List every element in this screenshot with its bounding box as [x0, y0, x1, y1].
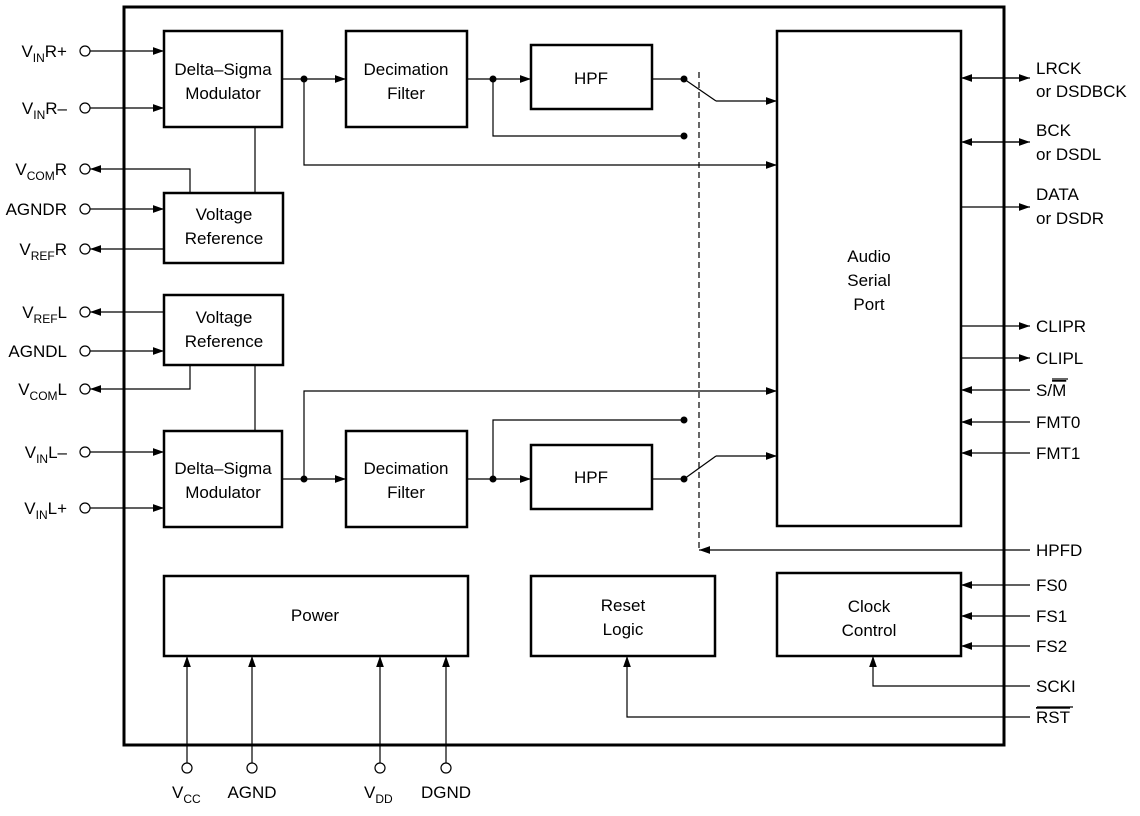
svg-text:Port: Port — [853, 295, 884, 314]
svg-text:VCOML: VCOML — [18, 380, 67, 403]
delta-sigma-modulator-r: Delta–Sigma Modulator — [162, 29, 284, 129]
pin-fs2: FS2 — [961, 637, 1067, 656]
svg-text:FS0: FS0 — [1036, 576, 1067, 595]
right-channel-wiring — [254, 75, 777, 193]
svg-text:or DSDBCK: or DSDBCK — [1036, 82, 1127, 101]
svg-text:Reference: Reference — [185, 332, 263, 351]
pin-lrck: LRCK or DSDBCK — [961, 59, 1127, 101]
pin-bck: BCK or DSDL — [961, 121, 1101, 164]
hpf-l: HPF — [529, 443, 654, 511]
hpf-r: HPF — [529, 43, 654, 111]
svg-text:HPF: HPF — [574, 468, 608, 487]
svg-text:Reset: Reset — [601, 596, 646, 615]
pin-data: DATA or DSDR — [961, 185, 1104, 228]
pin-rst: RST — [623, 656, 1073, 727]
pin-clipl: CLIPL — [961, 349, 1083, 368]
svg-text:FS2: FS2 — [1036, 637, 1067, 656]
pin-hpfd: HPFD — [1036, 541, 1082, 560]
svg-text:VDD: VDD — [364, 783, 393, 806]
svg-text:Serial: Serial — [847, 271, 890, 290]
pin-vinl-plus: VINL+ — [24, 499, 164, 522]
svg-text:Modulator: Modulator — [185, 84, 261, 103]
svg-text:Voltage: Voltage — [196, 308, 253, 327]
pin-vinr-minus: VINR– — [22, 99, 164, 122]
svg-text:FMT1: FMT1 — [1036, 444, 1080, 463]
svg-text:Audio: Audio — [847, 247, 890, 266]
svg-text:Delta–Sigma: Delta–Sigma — [174, 60, 272, 79]
pin-vrefr: VREFR — [19, 240, 164, 263]
svg-text:VCC: VCC — [172, 783, 201, 806]
svg-text:VINR+: VINR+ — [21, 42, 67, 65]
svg-text:VINR–: VINR– — [22, 99, 68, 122]
svg-text:VREFL: VREFL — [22, 303, 67, 326]
svg-text:VCOMR: VCOMR — [15, 160, 67, 183]
pin-fs1: FS1 — [961, 607, 1067, 626]
svg-text:Control: Control — [842, 621, 897, 640]
reset-logic: Reset Logic — [529, 574, 717, 658]
voltage-reference-r: Voltage Reference — [162, 191, 285, 265]
svg-text:SCKI: SCKI — [1036, 677, 1076, 696]
svg-text:HPF: HPF — [574, 69, 608, 88]
svg-text:Filter: Filter — [387, 84, 425, 103]
svg-text:Filter: Filter — [387, 483, 425, 502]
pin-fmt0: FMT0 — [961, 413, 1080, 432]
svg-text:LRCK: LRCK — [1036, 59, 1082, 78]
svg-text:RST: RST — [1036, 708, 1070, 727]
svg-text:AGND: AGND — [227, 783, 276, 802]
pin-fs0: FS0 — [961, 576, 1067, 595]
decimation-filter-l: Decimation Filter — [344, 429, 469, 529]
pin-scki: SCKI — [869, 656, 1076, 696]
decimation-filter-r: Decimation Filter — [344, 29, 469, 129]
pin-sm: S/M — [961, 378, 1068, 400]
pin-agndr: AGNDR — [6, 200, 164, 219]
svg-text:Delta–Sigma: Delta–Sigma — [174, 459, 272, 478]
pin-vrefl: VREFL — [22, 303, 164, 326]
svg-text:CLIPL: CLIPL — [1036, 349, 1083, 368]
svg-text:DATA: DATA — [1036, 185, 1079, 204]
svg-text:Decimation: Decimation — [363, 60, 448, 79]
svg-text:BCK: BCK — [1036, 121, 1072, 140]
power-block: Power — [162, 574, 470, 658]
svg-text:VINL+: VINL+ — [24, 499, 67, 522]
svg-text:AGNDL: AGNDL — [8, 342, 67, 361]
svg-text:CLIPR: CLIPR — [1036, 317, 1086, 336]
svg-text:or DSDR: or DSDR — [1036, 209, 1104, 228]
svg-text:VREFR: VREFR — [19, 240, 67, 263]
svg-text:FS1: FS1 — [1036, 607, 1067, 626]
svg-text:FMT0: FMT0 — [1036, 413, 1080, 432]
svg-text:Clock: Clock — [848, 597, 891, 616]
left-channel-wiring — [254, 365, 777, 483]
svg-text:Modulator: Modulator — [185, 483, 261, 502]
pin-dgnd: DGND — [421, 656, 471, 802]
pin-vcc: VCC — [172, 656, 201, 806]
svg-text:VINL–: VINL– — [25, 443, 68, 466]
pin-agndl: AGNDL — [8, 342, 164, 361]
svg-text:DGND: DGND — [421, 783, 471, 802]
pin-vdd: VDD — [364, 656, 393, 806]
svg-text:or DSDL: or DSDL — [1036, 145, 1101, 164]
pin-vcomr: VCOMR — [15, 160, 191, 193]
voltage-reference-l: Voltage Reference — [162, 293, 285, 367]
svg-text:S/M: S/M — [1036, 381, 1066, 400]
clock-control: Clock Control — [775, 571, 963, 658]
pin-agnd: AGND — [227, 656, 277, 802]
pin-fmt1: FMT1 — [961, 444, 1080, 463]
delta-sigma-modulator-l: Delta–Sigma Modulator — [162, 429, 284, 529]
svg-text:Logic: Logic — [603, 620, 644, 639]
svg-text:Reference: Reference — [185, 229, 263, 248]
hpfd-control-line — [698, 72, 1030, 554]
svg-text:Power: Power — [291, 606, 340, 625]
svg-text:AGNDR: AGNDR — [6, 200, 67, 219]
pin-vinl-minus: VINL– — [25, 443, 164, 466]
pin-vcoml: VCOML — [18, 365, 191, 403]
svg-text:HPFD: HPFD — [1036, 541, 1082, 560]
chip-outline — [122, 5, 1006, 747]
pin-clipr: CLIPR — [961, 317, 1086, 336]
svg-text:Decimation: Decimation — [363, 459, 448, 478]
pin-vinr-plus: VINR+ — [21, 42, 164, 65]
audio-serial-port: Audio Serial Port — [775, 29, 963, 528]
svg-text:Voltage: Voltage — [196, 205, 253, 224]
